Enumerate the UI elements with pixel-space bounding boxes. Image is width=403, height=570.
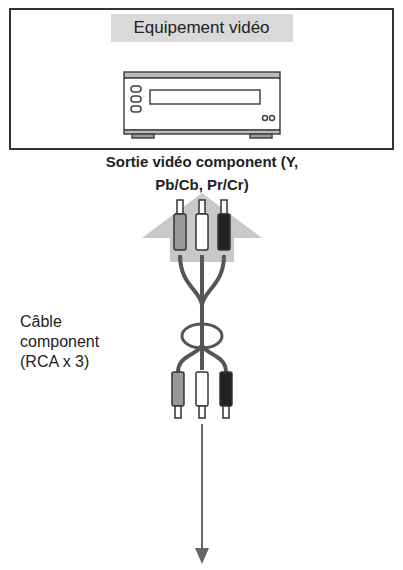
equipment-box: Equipement vidéo: [9, 8, 394, 150]
direction-arrow: [195, 424, 209, 564]
direction-arrow: [142, 193, 262, 262]
rca-plug: [174, 200, 230, 250]
output-label: Sortie vidéo component (Y, Pb/Cb, Pr/Cr): [101, 150, 303, 196]
equipment-heading: Equipement vidéo: [111, 14, 293, 42]
cable-label: Câble component (RCA x 3): [20, 312, 132, 372]
video-recorder: [124, 72, 280, 138]
cable: [178, 255, 226, 372]
rca-plug: [172, 372, 232, 418]
